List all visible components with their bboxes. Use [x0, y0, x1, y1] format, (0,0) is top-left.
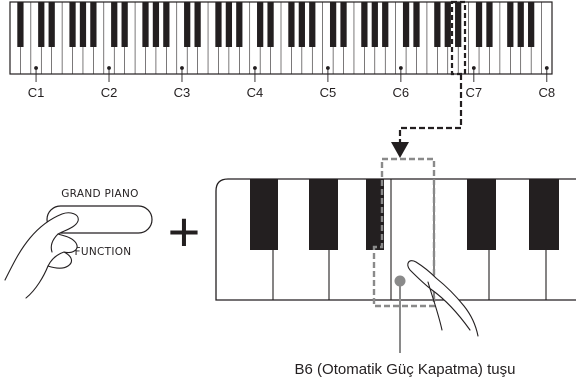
black-key [257, 2, 264, 47]
zoomed-black-key [529, 179, 559, 250]
black-key [402, 2, 410, 47]
black-key [340, 2, 347, 47]
hand-pressing-key-icon [407, 260, 479, 337]
black-key [111, 2, 118, 47]
black-key [309, 2, 316, 47]
black-key [329, 2, 337, 47]
button-top-label: GRAND PIANO [61, 188, 139, 200]
black-key [163, 2, 170, 47]
black-key [382, 2, 389, 47]
hand-pressing-button-icon [4, 212, 79, 299]
zoomed-keys [250, 179, 559, 300]
zoomed-black-key [366, 179, 384, 250]
black-key [486, 2, 493, 47]
black-key [517, 2, 524, 47]
plus-symbol: + [168, 200, 201, 263]
octave-label: C1 [28, 85, 45, 100]
octave-markers: C1 C2 C3 C4 C5 C6 C7 C8 [28, 66, 555, 100]
octave-label: C7 [466, 85, 483, 100]
black-key [194, 2, 201, 47]
full-keyboard: C1 C2 C3 C4 C5 C6 C7 C8 [9, 1, 555, 100]
black-key [225, 2, 233, 47]
zoomed-black-key [250, 179, 278, 250]
zoomed-keyboard [215, 178, 576, 301]
black-key [434, 2, 441, 47]
keyboard-black-keys [17, 2, 535, 47]
black-key [142, 2, 149, 47]
octave-label: C3 [174, 85, 191, 100]
black-key [288, 2, 295, 47]
zoomed-black-key [467, 179, 496, 250]
black-key [361, 2, 368, 47]
black-key [90, 2, 97, 47]
black-key [267, 2, 274, 47]
black-key [69, 2, 76, 47]
leader-dashed-line [398, 74, 463, 144]
callout-label: B6 (Otomatik Güç Kapatma) tuşu [295, 361, 516, 378]
black-key [455, 2, 462, 47]
octave-label: C2 [101, 85, 118, 100]
black-key [38, 2, 45, 47]
octave-label: C5 [320, 85, 337, 100]
octave-label: C4 [247, 85, 264, 100]
zoomed-black-key [309, 179, 338, 250]
black-key [17, 2, 24, 47]
zoomed-b6-highlight [372, 157, 436, 308]
black-key [528, 2, 535, 47]
black-key [444, 2, 451, 47]
black-key [371, 2, 378, 47]
black-key [413, 2, 420, 47]
black-key [79, 2, 87, 47]
leader-arrowhead [391, 142, 409, 158]
octave-label: C8 [538, 85, 555, 100]
black-key [215, 2, 222, 47]
black-key [475, 2, 483, 47]
black-key [507, 2, 514, 47]
black-key [298, 2, 305, 47]
black-key [48, 2, 55, 47]
black-key [152, 2, 160, 47]
octave-label: C6 [393, 85, 410, 100]
button-bottom-label: FUNCTION [75, 246, 132, 258]
black-key [236, 2, 243, 47]
keyboard-b6-highlight [450, 0, 467, 76]
grand-piano-function-button: GRAND PIANO FUNCTION [4, 188, 153, 299]
black-key [184, 2, 191, 47]
black-key [121, 2, 128, 47]
